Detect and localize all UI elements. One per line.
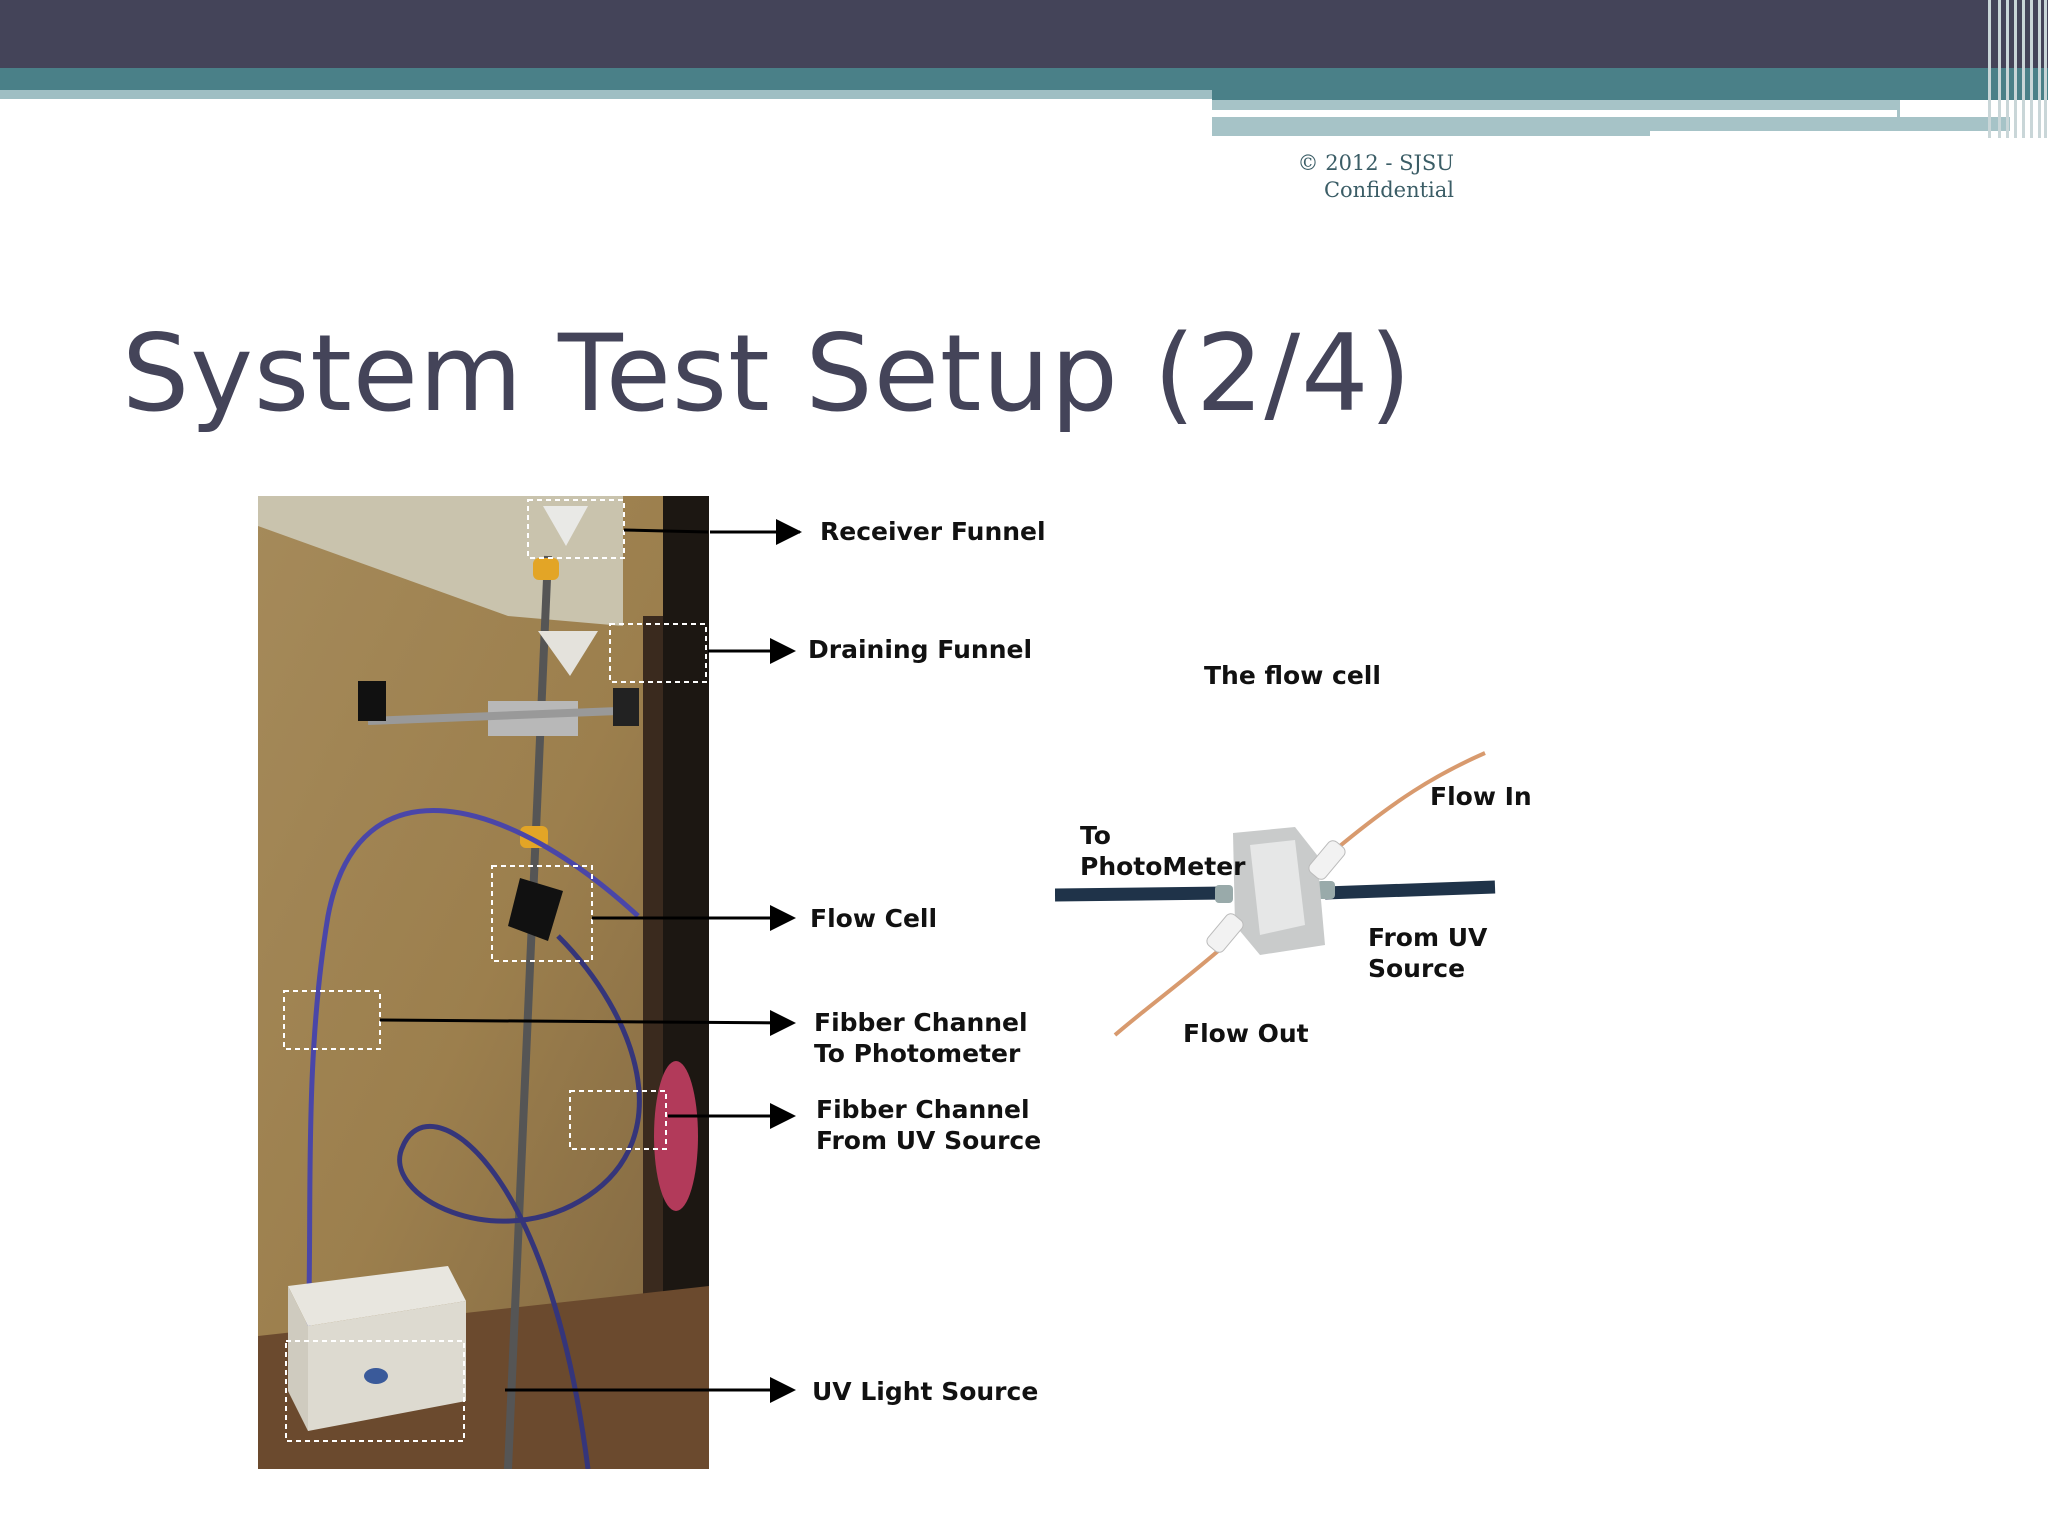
flow-cell-diagram bbox=[1055, 751, 1496, 1037]
label-fibber-to-photometer: Fibber Channel To Photometer bbox=[814, 1007, 1028, 1069]
header-band-light-2 bbox=[1650, 117, 2010, 131]
label-fibber-from-uv: Fibber Channel From UV Source bbox=[816, 1094, 1041, 1156]
label-line: Fibber Channel bbox=[816, 1095, 1030, 1124]
setup-photo bbox=[258, 496, 709, 1469]
label-flow-in: Flow In bbox=[1430, 782, 1532, 811]
label-line: Source bbox=[1368, 954, 1466, 983]
label-uv-light-source: UV Light Source bbox=[812, 1377, 1039, 1406]
label-line: Fibber Channel bbox=[814, 1008, 1028, 1037]
label-draining-funnel: Draining Funnel bbox=[808, 635, 1033, 664]
header-bar-dark bbox=[0, 0, 2048, 68]
label-flow-cell: Flow Cell bbox=[810, 904, 938, 933]
label-line: To Photometer bbox=[814, 1039, 1021, 1068]
label-line: PhotoMeter bbox=[1080, 852, 1246, 881]
header-bar-teal-right bbox=[1212, 68, 2048, 100]
header-stripes bbox=[1984, 0, 2048, 138]
label-line: From UV bbox=[1368, 923, 1488, 952]
slide-title: System Test Setup (2/4) bbox=[122, 312, 1412, 435]
copyright-line: © 2012 - SJSU bbox=[1297, 151, 1454, 175]
header-divider-line-2 bbox=[1650, 131, 2010, 137]
copyright-notice: © 2012 - SJSU Confidential bbox=[1230, 150, 1454, 204]
label-line: From UV Source bbox=[816, 1126, 1042, 1155]
header-bar-teal bbox=[0, 68, 1212, 90]
header-divider-line bbox=[1212, 110, 1897, 117]
flow-cell-caption: The flow cell bbox=[1204, 661, 1381, 690]
header-bar-teal-light bbox=[0, 90, 1212, 99]
label-flow-out: Flow Out bbox=[1183, 1019, 1309, 1048]
label-line: To bbox=[1080, 821, 1111, 850]
label-from-uv-source: From UV Source bbox=[1368, 922, 1487, 984]
confidential-line: Confidential bbox=[1323, 178, 1454, 202]
label-to-photometer: To PhotoMeter bbox=[1080, 820, 1246, 882]
label-receiver-funnel: Receiver Funnel bbox=[820, 517, 1046, 546]
